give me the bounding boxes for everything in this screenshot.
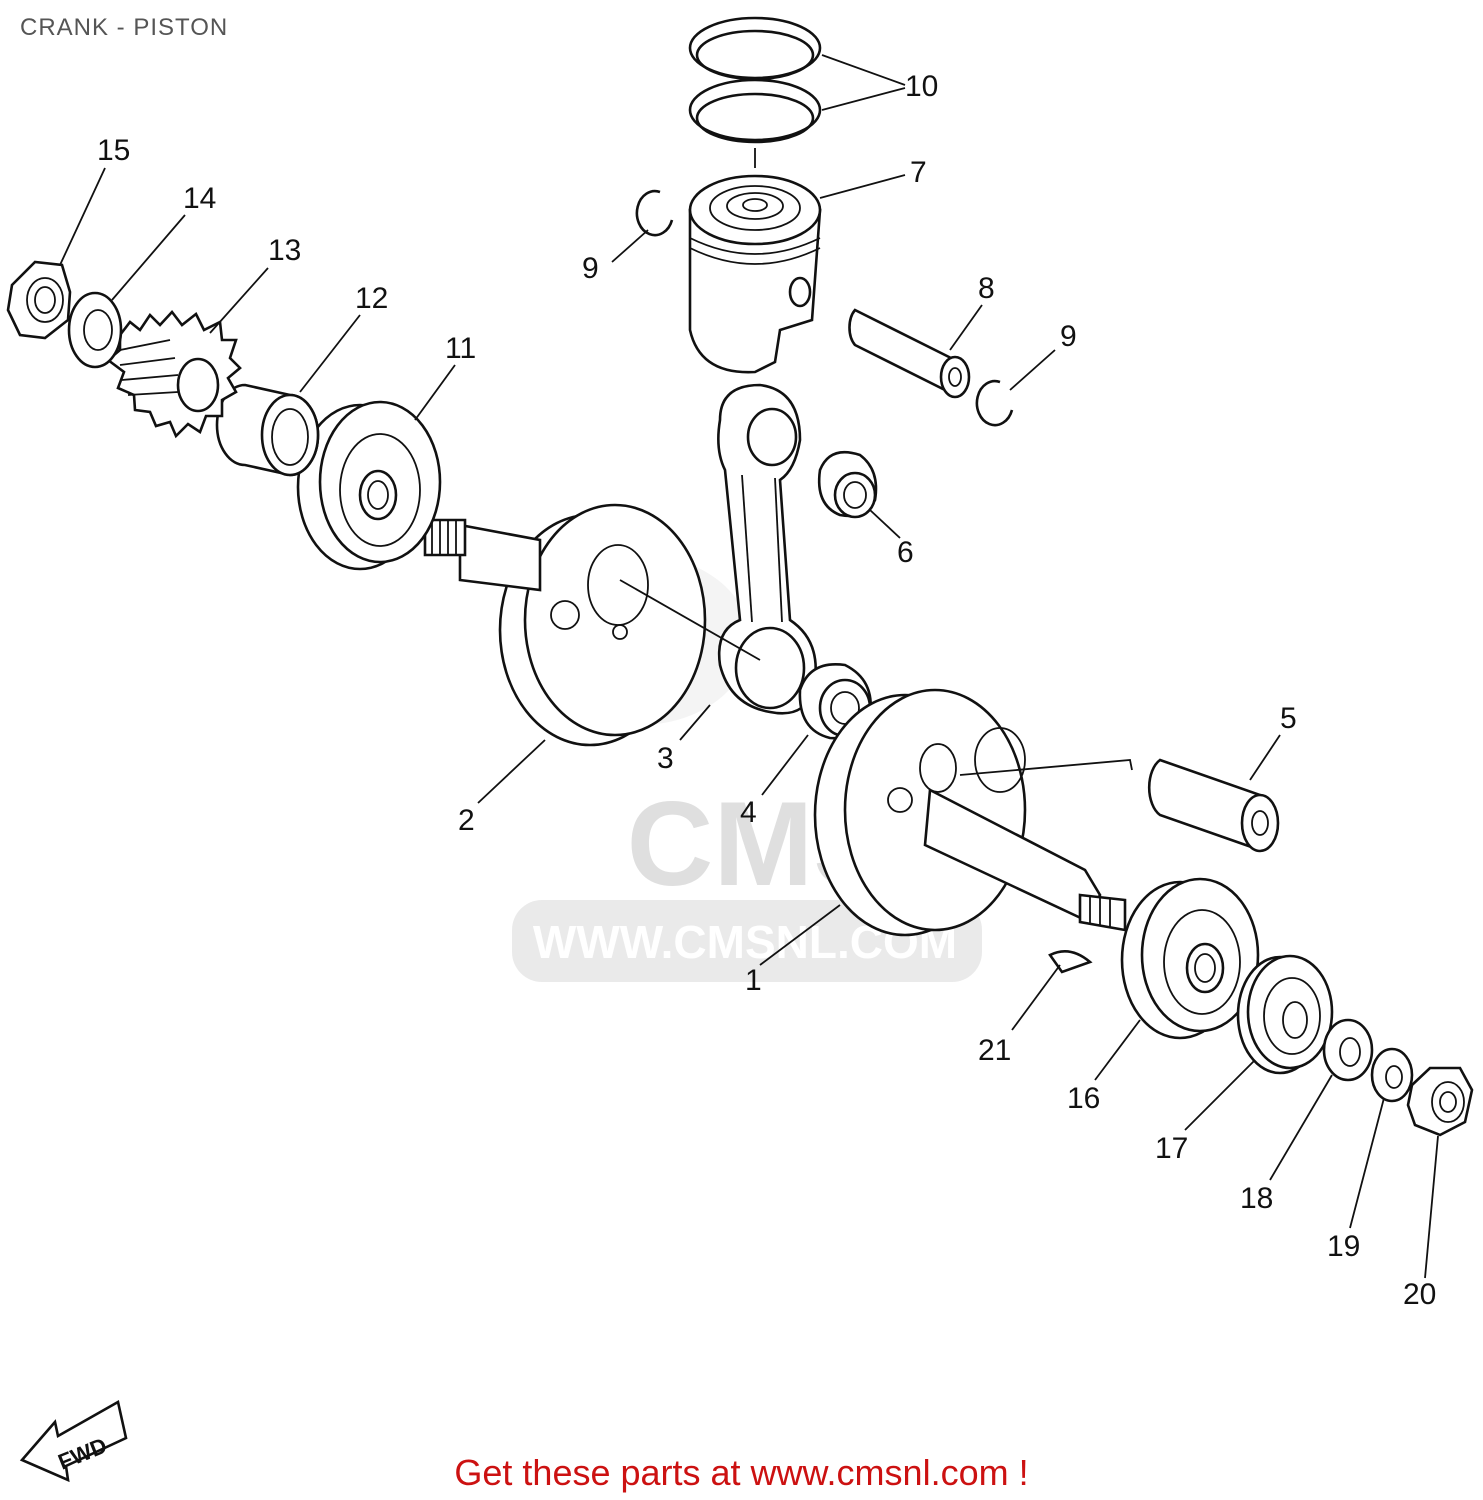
bearing-left: [296, 400, 442, 571]
nut-left: [6, 260, 72, 340]
callout-1: 1: [745, 964, 762, 997]
crank-pin: [1147, 758, 1280, 853]
spacer: [1322, 1018, 1374, 1082]
piston-pin: [848, 308, 971, 399]
footer-cta[interactable]: Get these parts at www.cmsnl.com !: [454, 1452, 1029, 1493]
circlips: [635, 189, 1014, 427]
callout-20: 20: [1403, 1278, 1436, 1311]
callout-17: 17: [1155, 1132, 1188, 1165]
crank-half-left: [498, 503, 761, 747]
washer-right: [1370, 1047, 1414, 1103]
piston: [688, 174, 822, 374]
callout-9-left: 9: [582, 252, 599, 285]
callout-13: 13: [268, 234, 301, 267]
callout-18: 18: [1240, 1182, 1273, 1215]
piston-rings: [688, 16, 822, 168]
callout-3: 3: [657, 742, 674, 775]
collar: [215, 383, 320, 477]
callout-8: 8: [978, 272, 995, 305]
callout-12: 12: [355, 282, 388, 315]
diagram-title: CRANK - PISTON: [20, 14, 229, 41]
callout-14: 14: [183, 182, 216, 215]
nut-right: [1406, 1066, 1474, 1137]
callouts: 1 2 3 4 5 6 7 8 9 9 10 11 12 13 14 15 16…: [97, 70, 1436, 1311]
crank-half-right: [813, 688, 1133, 937]
callout-21: 21: [978, 1034, 1011, 1067]
callout-4: 4: [740, 796, 757, 829]
woodruff-key: [1048, 950, 1093, 974]
small-end-bearing: [817, 450, 878, 519]
callout-19: 19: [1327, 1230, 1360, 1263]
bearing-right: [1120, 877, 1260, 1040]
callout-15: 15: [97, 134, 130, 167]
washer-left: [67, 291, 123, 369]
callout-16: 16: [1067, 1082, 1100, 1115]
callout-5: 5: [1280, 702, 1297, 735]
crank-shaft-left: [423, 518, 542, 592]
callout-6: 6: [897, 536, 914, 569]
connecting-rod: [717, 383, 817, 715]
callout-10: 10: [905, 70, 938, 103]
callout-7: 7: [910, 156, 927, 189]
callout-11: 11: [445, 332, 476, 365]
callout-9-right: 9: [1060, 320, 1077, 353]
leader-lines: [59, 54, 1439, 1279]
callout-2: 2: [458, 804, 475, 837]
primary-drive-gear: [105, 309, 242, 439]
oil-seal: [1236, 954, 1334, 1075]
